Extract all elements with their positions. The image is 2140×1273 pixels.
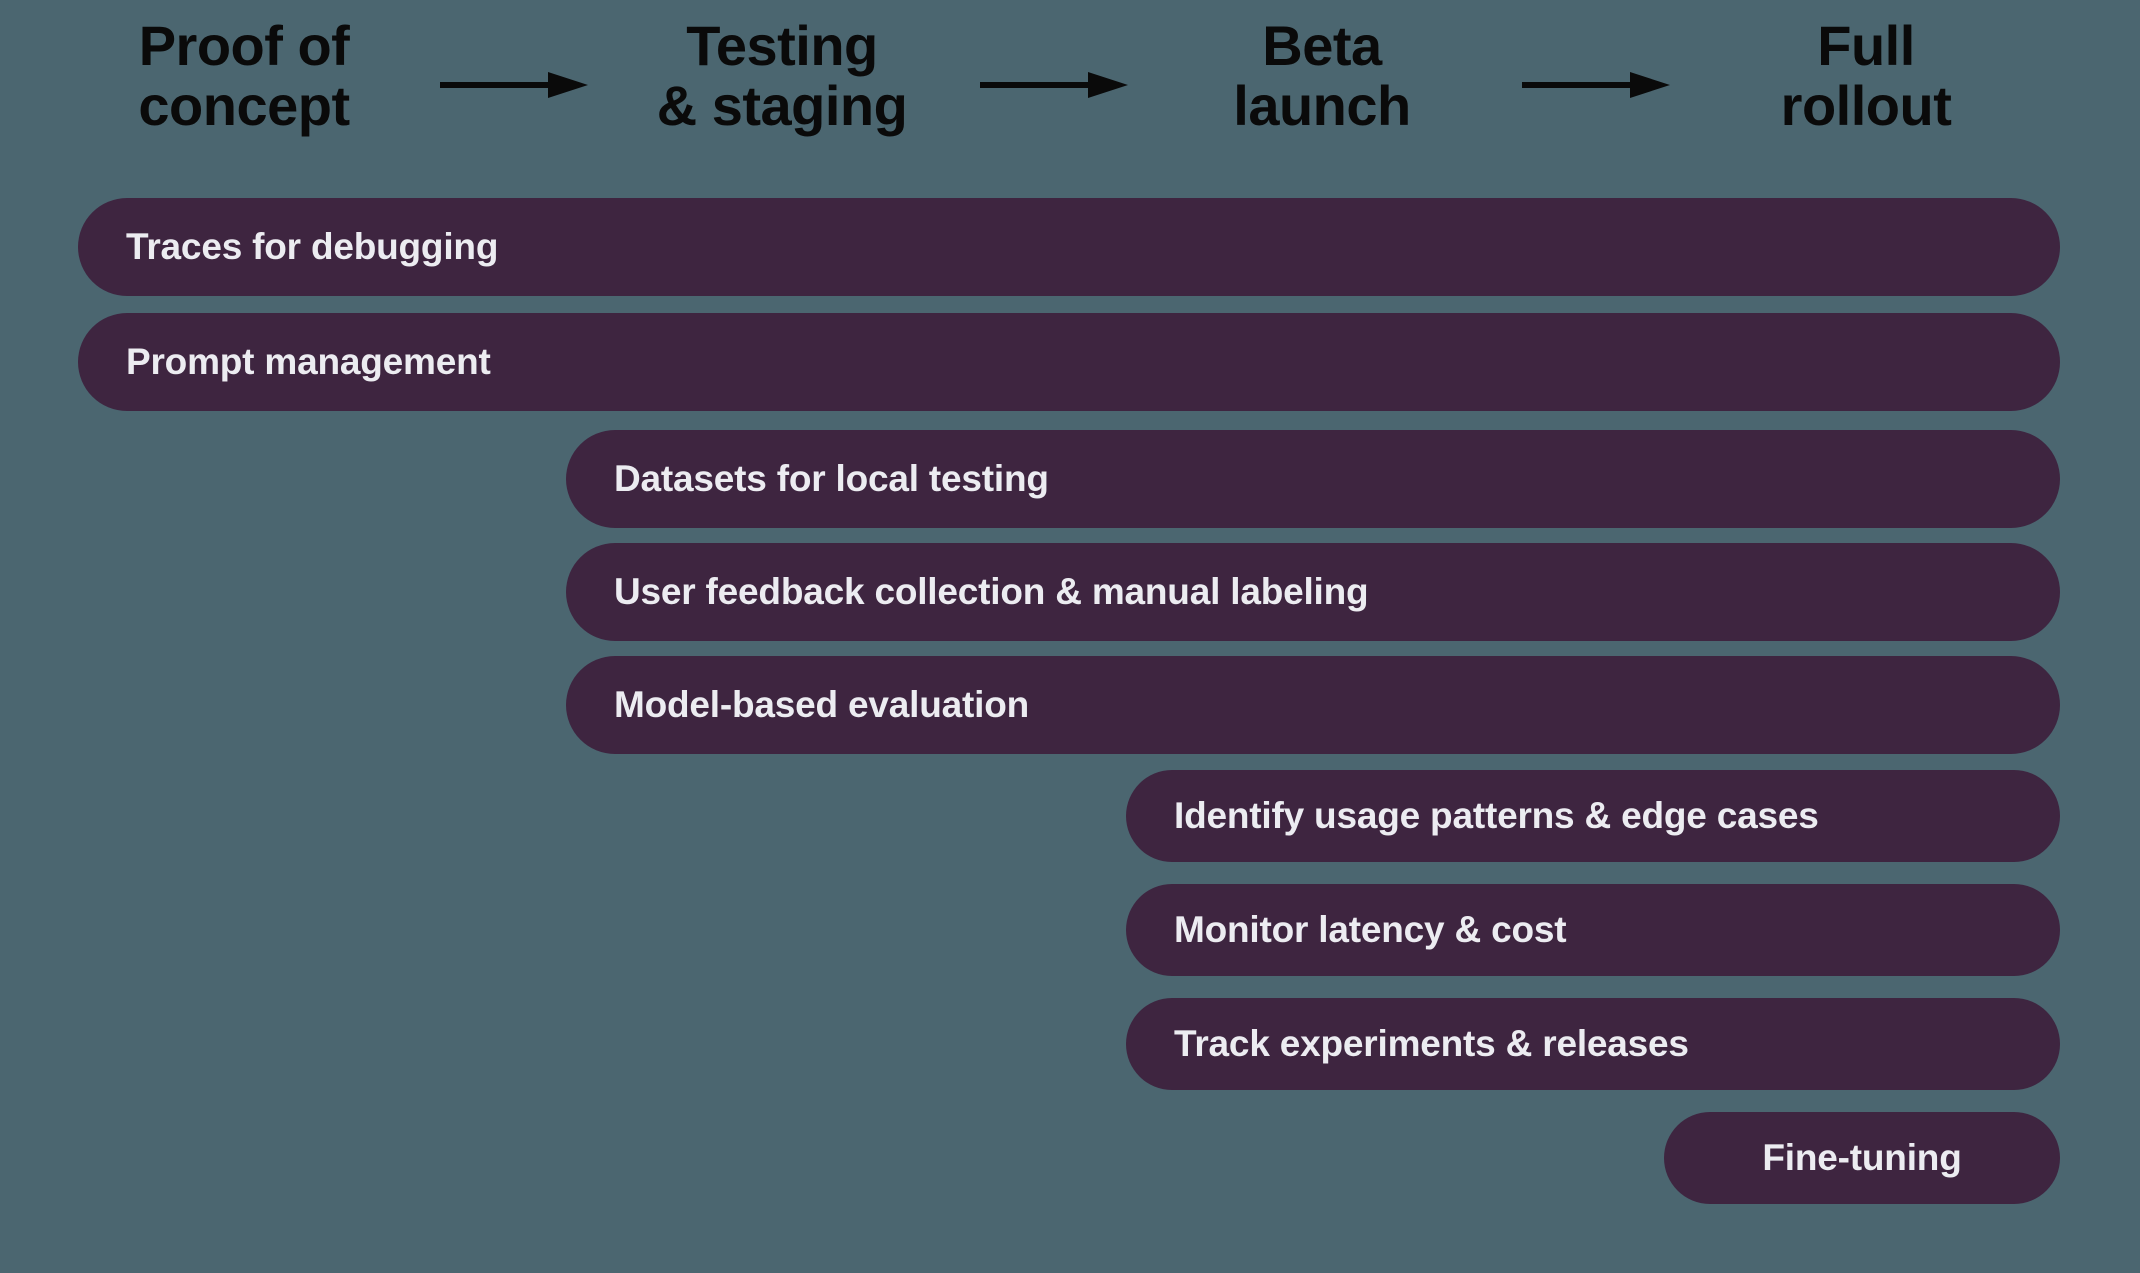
pill-label: User feedback collection & manual labeli… bbox=[614, 571, 1369, 612]
pill-label: Monitor latency & cost bbox=[1174, 909, 1567, 950]
pill-label: Identify usage patterns & edge cases bbox=[1174, 795, 1819, 836]
pill-identify-usage-patterns-and-edge-cases: Identify usage patterns & edge cases bbox=[1126, 770, 2060, 862]
pill-label: Traces for debugging bbox=[126, 226, 499, 267]
arrow-right-icon-3 bbox=[1522, 70, 1670, 100]
pill-datasets-for-local-testing: Datasets for local testing bbox=[566, 430, 2060, 528]
pill-user-feedback-collection-and-manual-labeling: User feedback collection & manual labeli… bbox=[566, 543, 2060, 641]
pill-traces-for-debugging: Traces for debugging bbox=[78, 198, 2060, 296]
pill-label: Track experiments & releases bbox=[1174, 1023, 1689, 1064]
pill-track-experiments-and-releases: Track experiments & releases bbox=[1126, 998, 2060, 1090]
pill-model-based-evaluation: Model-based evaluation bbox=[566, 656, 2060, 754]
pill-label: Prompt management bbox=[126, 341, 491, 382]
stage-label-testing-and-staging: Testing & staging bbox=[656, 14, 908, 138]
pill-label: Datasets for local testing bbox=[614, 458, 1049, 499]
pill-monitor-latency-and-cost: Monitor latency & cost bbox=[1126, 884, 2060, 976]
pill-fine-tuning: Fine-tuning bbox=[1664, 1112, 2060, 1204]
pill-label: Model-based evaluation bbox=[614, 684, 1030, 725]
pill-label: Fine-tuning bbox=[1762, 1137, 1962, 1178]
arrow-right-icon-1 bbox=[440, 70, 588, 100]
arrow-right-icon-2 bbox=[980, 70, 1128, 100]
stage-label-proof-of-concept: Proof of concept bbox=[138, 14, 350, 138]
pill-prompt-management: Prompt management bbox=[78, 313, 2060, 411]
stage-label-full-rollout: Full rollout bbox=[1780, 14, 1952, 138]
stage-label-beta-launch: Beta launch bbox=[1233, 14, 1411, 138]
